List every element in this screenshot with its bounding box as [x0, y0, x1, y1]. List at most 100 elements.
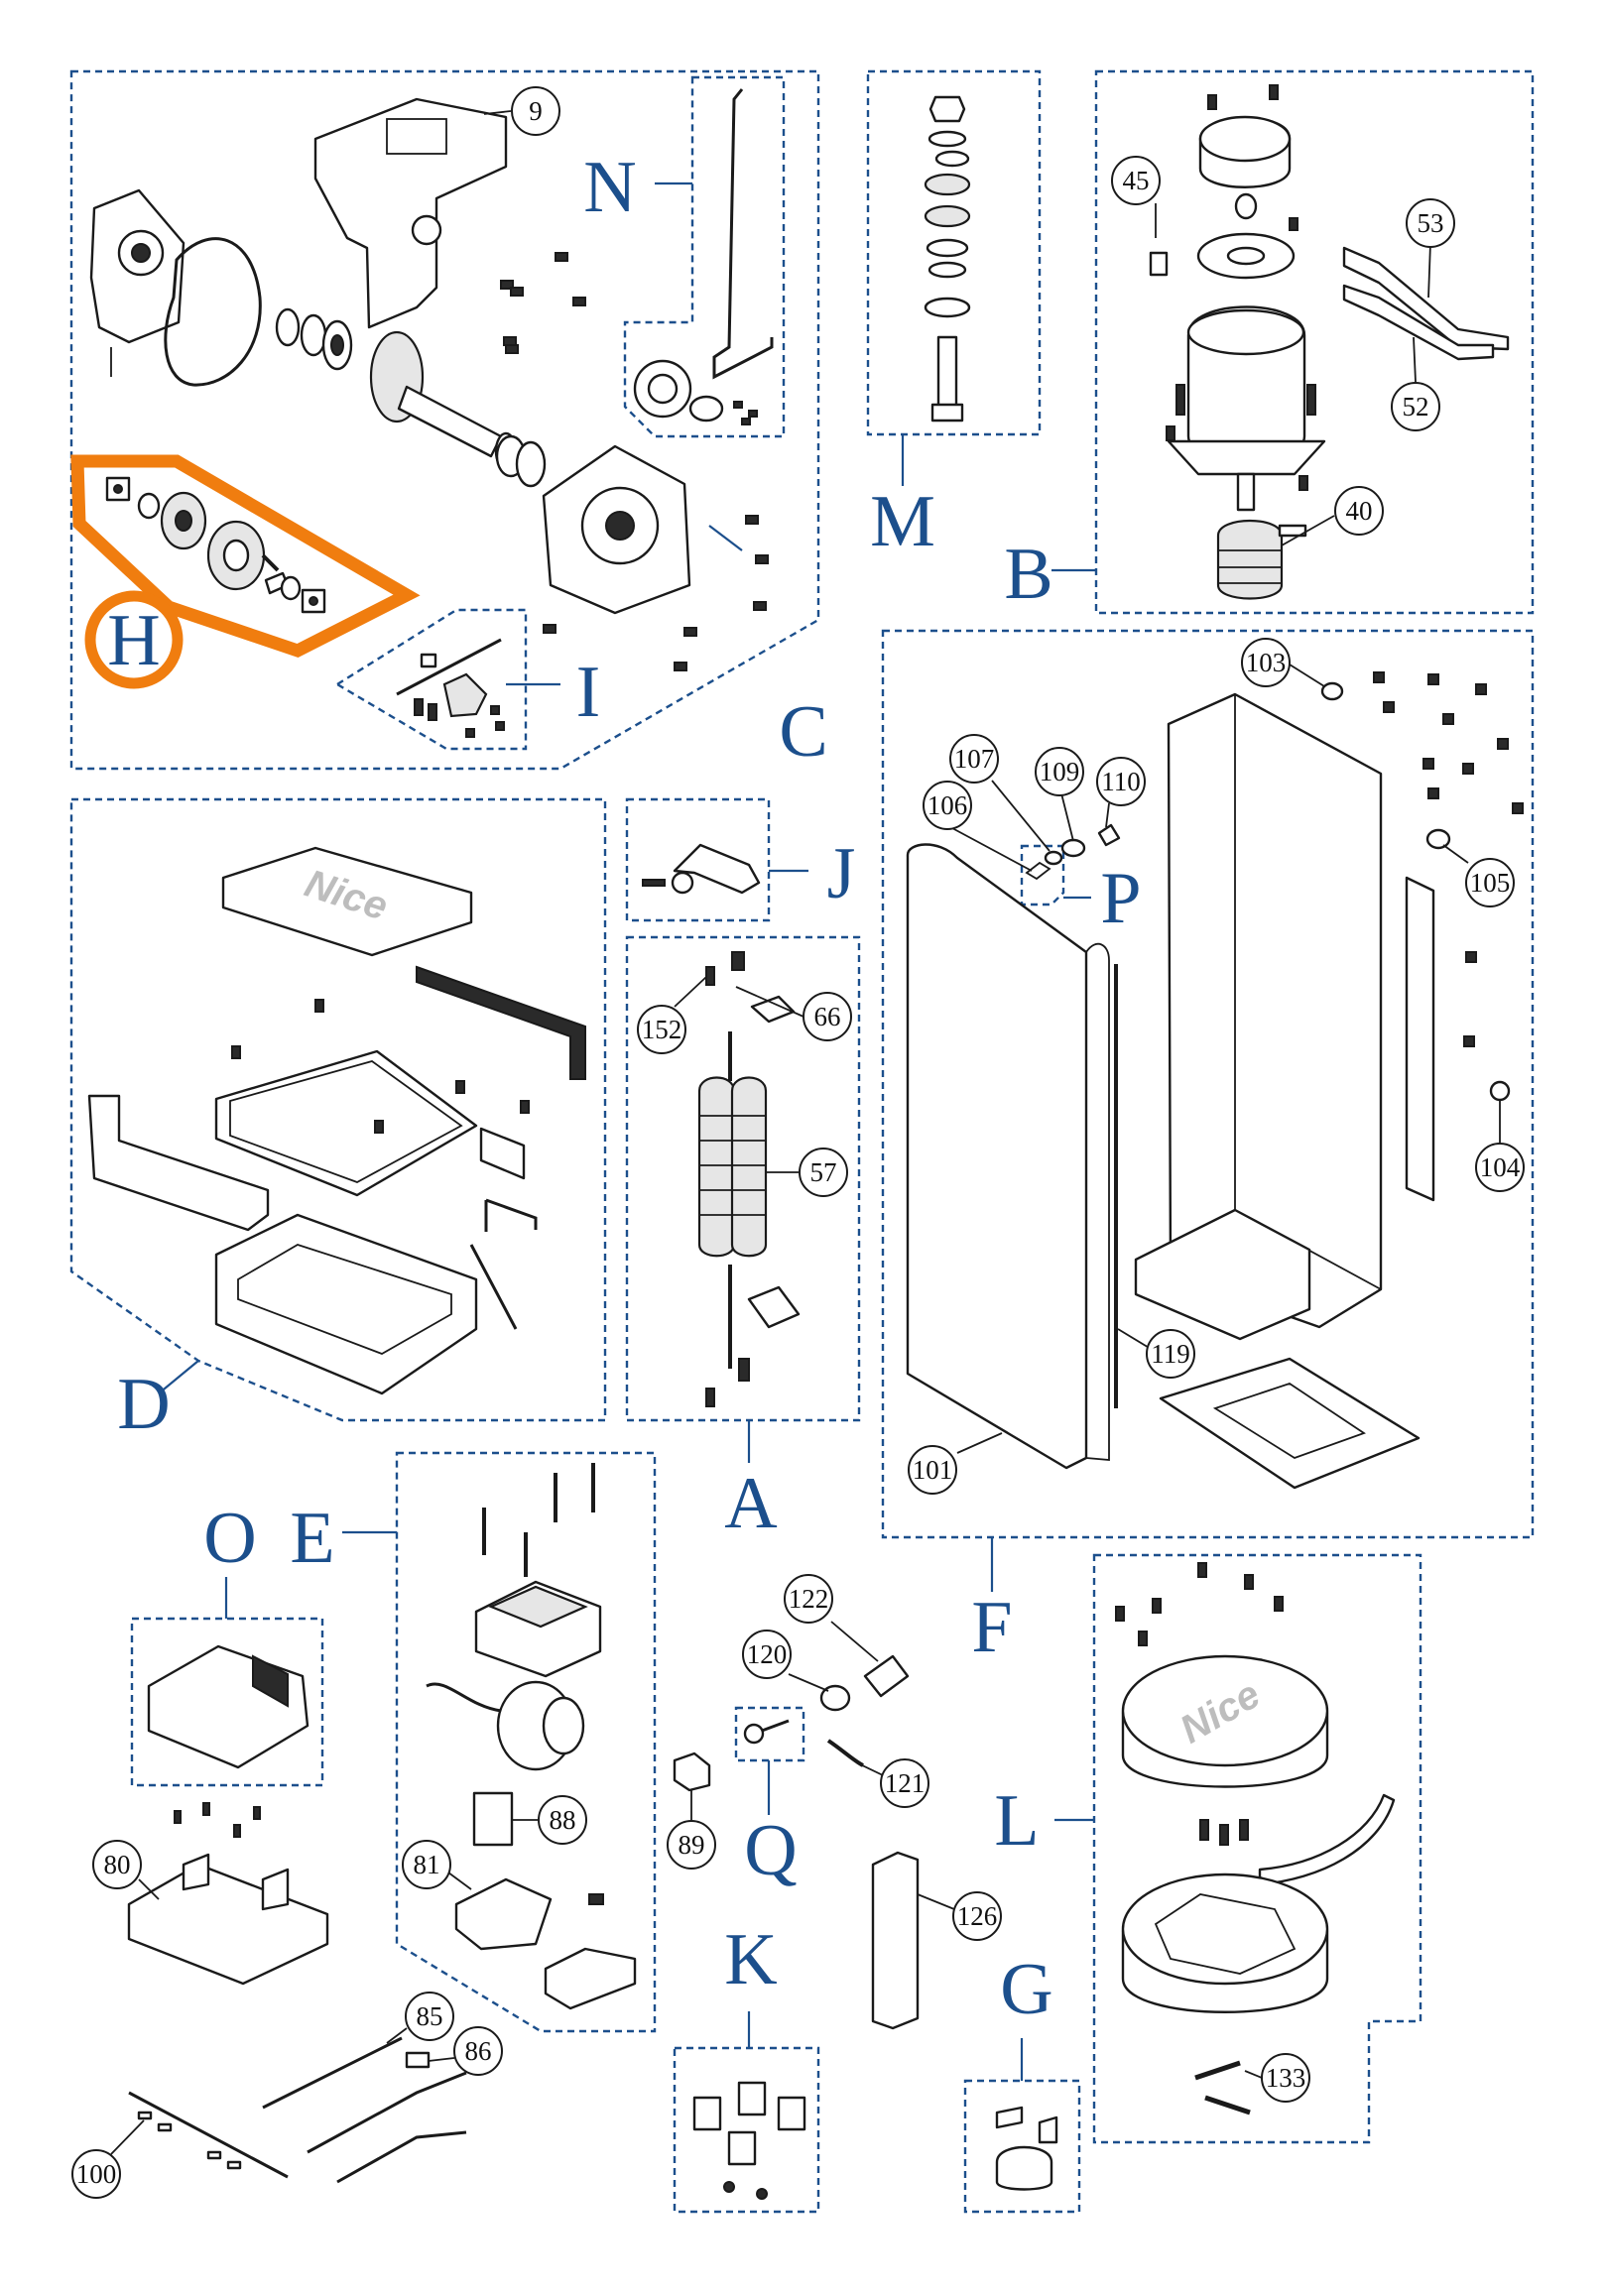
part-number-callouts: 9 45 53 52 40 103 107 109 110 106 105 — [71, 86, 1525, 2199]
rack-strip — [1405, 876, 1435, 1202]
group-P-outline — [1020, 844, 1065, 906]
cabinet-hardware — [1373, 671, 1524, 1047]
motor-body-top — [1186, 308, 1305, 356]
callout-9-text: 9 — [529, 96, 543, 126]
group-label-G: G — [1000, 1949, 1052, 2030]
leader-119 — [1117, 1328, 1152, 1350]
cap-screw-1 — [1207, 94, 1217, 110]
control-board-O — [147, 1644, 309, 1769]
k-housing-2 — [737, 2081, 767, 2116]
group-H-badge — [84, 590, 184, 689]
group-label-F: F — [971, 1587, 1012, 1668]
callout-109-text: 109 — [1040, 757, 1080, 786]
photocell-kit — [692, 2081, 806, 2200]
lock-barrel-120 — [819, 1684, 851, 1712]
k-nut-1 — [723, 2181, 735, 2193]
worm-bellows — [1216, 520, 1284, 600]
k-nut-2 — [756, 2188, 768, 2200]
seal-ring-2 — [300, 313, 327, 357]
plate-screw — [1289, 217, 1298, 231]
grommet-104 — [1489, 1080, 1511, 1102]
callout-57 — [799, 1148, 848, 1197]
control-box-81 — [454, 1877, 553, 1951]
h-bushing-left-hole — [113, 484, 123, 494]
callout-122-text: 122 — [789, 1584, 829, 1614]
callout-57-text: 57 — [810, 1157, 837, 1187]
callout-121-text: 121 — [885, 1768, 926, 1798]
callout-81-text: 81 — [414, 1850, 440, 1879]
top-cover-assembly: Nice — [87, 846, 586, 1395]
callout-104-text: 104 — [1480, 1152, 1521, 1182]
leader-53 — [1427, 242, 1431, 299]
group-labels: C I N M B D J A F P E O Q L K G — [117, 147, 1141, 2030]
m-washer-2 — [926, 238, 969, 258]
bearing-2 — [515, 440, 547, 488]
m-cam-disc — [924, 173, 971, 196]
release-lever — [673, 843, 761, 895]
lever-bushing — [671, 871, 694, 895]
spring-eye-bolt-bottom — [705, 1388, 715, 1407]
left-cover-bore-center — [131, 243, 151, 263]
group-F-outline — [881, 629, 1535, 1539]
electronics-assembly — [426, 1463, 637, 2010]
release-lever-assembly — [642, 843, 761, 895]
callout-80-text: 80 — [104, 1850, 131, 1879]
leader-152 — [674, 976, 707, 1008]
limit-screws — [414, 698, 505, 738]
callout-105-text: 105 — [1470, 868, 1511, 898]
spring-left — [697, 1076, 736, 1258]
callout-106-text: 106 — [927, 790, 968, 820]
group-label-I: I — [576, 652, 601, 733]
control-board-assembly — [127, 1644, 329, 1986]
leader-lines — [158, 181, 1096, 2081]
leader-103 — [1289, 664, 1325, 687]
callout-121 — [880, 1758, 929, 1808]
callout-122 — [784, 1574, 833, 1624]
callout-45 — [1111, 156, 1161, 205]
group-label-Q: Q — [744, 1810, 797, 1891]
tray-clip-2 — [261, 1868, 290, 1911]
capacitor-leads — [426, 1682, 502, 1713]
callout-88 — [538, 1795, 587, 1845]
group-label-N: N — [583, 147, 636, 228]
m-washer-1 — [927, 130, 967, 148]
callout-126-text: 126 — [957, 1901, 998, 1931]
lock-clip-121 — [826, 1739, 864, 1767]
callout-106 — [923, 781, 972, 830]
post-profile-126 — [871, 1851, 920, 2030]
callout-105 — [1465, 858, 1515, 907]
callout-101 — [908, 1445, 957, 1495]
lock-cylinder-122 — [863, 1654, 910, 1698]
motor-stud-2 — [1306, 384, 1316, 416]
plate-hole — [411, 214, 442, 246]
seal-ring-1 — [275, 307, 301, 347]
coupling-pin — [1278, 524, 1307, 538]
cable-86b — [336, 2130, 467, 2184]
key-blade — [761, 1719, 790, 1733]
k-housing-3 — [777, 2096, 806, 2131]
callout-100 — [71, 2149, 121, 2199]
callout-85 — [405, 1992, 454, 2041]
release-mechanism-stack — [924, 95, 971, 423]
callout-66 — [803, 992, 852, 1041]
callout-101-text: 101 — [913, 1455, 953, 1485]
group-N-outline — [623, 75, 786, 438]
cap-light-ring — [1258, 1793, 1396, 1886]
pin-133-b — [1204, 2095, 1251, 2115]
callout-133-text: 133 — [1266, 2063, 1306, 2093]
cable-harnesses — [128, 2036, 467, 2184]
board-tray-80 — [127, 1863, 329, 1986]
callout-152-text: 152 — [642, 1015, 682, 1044]
h-washer-right — [280, 575, 302, 601]
callout-66-text: 66 — [814, 1002, 841, 1031]
leader-109 — [1060, 792, 1074, 842]
frame-gasket-inner — [229, 1060, 463, 1183]
lock-plate-110 — [1097, 823, 1121, 847]
spring-right — [730, 1076, 768, 1258]
flasher-kit — [995, 2106, 1058, 2191]
callout-86 — [453, 2026, 503, 2076]
group-C-outline — [69, 69, 820, 771]
base-gasket-cutout — [1212, 1383, 1366, 1459]
callout-88-text: 88 — [550, 1805, 576, 1835]
